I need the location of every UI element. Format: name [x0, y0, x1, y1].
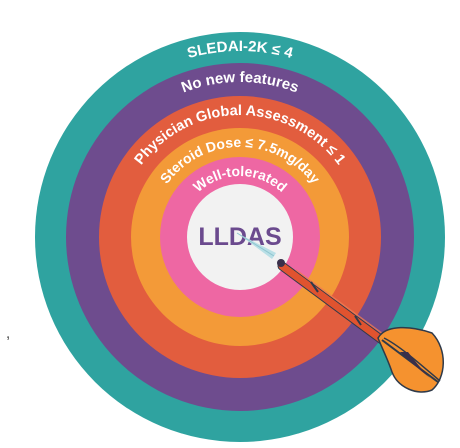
- edge-fragment: ,: [6, 325, 10, 342]
- center-label: LLDAS: [198, 223, 281, 251]
- center-circle: [187, 184, 293, 290]
- dart-icon: [236, 232, 444, 393]
